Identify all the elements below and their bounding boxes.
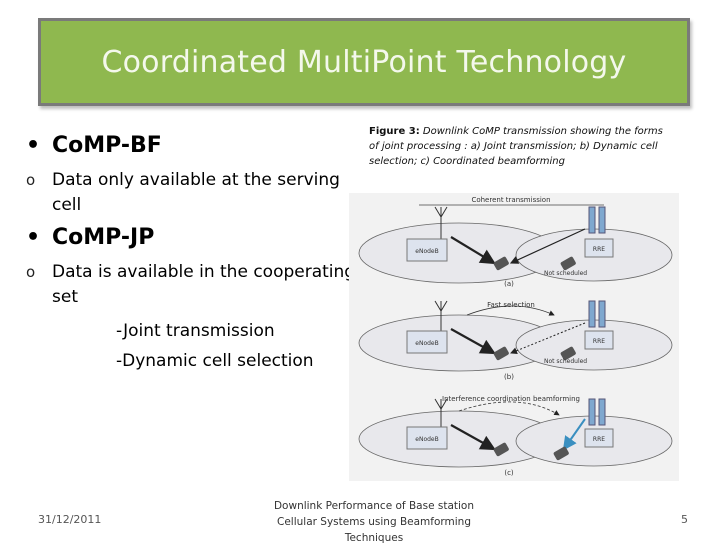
item-dynamic-cell-selection: -Dynamic cell selection <box>116 351 314 371</box>
enodeb-label: eNodeB <box>415 436 438 443</box>
item-joint-transmission: -Joint transmission <box>116 321 275 341</box>
panel-b-header: Fast selection <box>487 301 535 309</box>
comp-figure: Coherent transmission eNodeB RRE Not sch… <box>349 193 679 481</box>
circle-bullet-icon: o <box>26 263 36 281</box>
bullet-text: Data only available at the serving cell <box>52 170 340 215</box>
bullet-comp-bf: • CoMP-BF <box>26 132 356 160</box>
panel-b-tag: (b) <box>504 373 514 381</box>
footer-title: Downlink Performance of Base station Cel… <box>273 500 475 544</box>
rre-box <box>584 238 614 258</box>
phone-icon <box>493 256 509 271</box>
phone-icon <box>560 256 576 271</box>
bullet-list: • CoMP-BF o Data only available at the s… <box>26 132 356 376</box>
panel-a-tag: (a) <box>504 280 514 288</box>
sub-bullet-cooperating-set: o Data is available in the cooperating s… <box>26 260 356 310</box>
bullet-dot-icon: • <box>26 225 41 250</box>
phone-icon <box>560 346 576 361</box>
panel-a-note: Not scheduled <box>544 270 587 277</box>
enodeb-box <box>406 426 448 450</box>
enodeb-label: eNodeB <box>415 340 438 347</box>
rre-label: RRE <box>593 436 605 443</box>
panel-a: Coherent transmission eNodeB RRE Not sch… <box>358 196 673 288</box>
enodeb-label: eNodeB <box>415 248 438 255</box>
bullet-text: CoMP-JP <box>52 225 155 250</box>
panel-c: Interference coordination beamforming eN… <box>358 395 673 477</box>
rre-box <box>584 428 614 448</box>
page-number: 5 <box>681 513 688 526</box>
circle-bullet-icon: o <box>26 171 36 189</box>
rre-label: RRE <box>593 338 605 345</box>
bullet-dot-icon: • <box>26 133 41 158</box>
comp-diagram: Coherent transmission eNodeB RRE Not sch… <box>358 196 673 477</box>
slide-title: Coordinated MultiPoint Technology <box>101 44 627 80</box>
panel-c-header: Interference coordination beamforming <box>442 395 580 403</box>
rre-box <box>584 330 614 350</box>
panel-a-header: Coherent transmission <box>471 196 550 204</box>
caption-prefix: Figure 3: <box>369 126 420 137</box>
caption-text: Downlink CoMP transmission showing the f… <box>369 126 663 167</box>
bullet-text: CoMP-BF <box>52 133 162 158</box>
enodeb-box <box>406 330 448 354</box>
phone-icon <box>493 346 509 361</box>
bullet-comp-jp: • CoMP-JP <box>26 224 356 252</box>
panel-b: Fast selection eNodeB RRE Not scheduled … <box>358 300 673 381</box>
panel-c-tag: (c) <box>504 469 514 477</box>
antenna-icon <box>434 300 448 333</box>
footer-date: 31/12/2011 <box>38 513 102 526</box>
phone-icon <box>493 442 509 457</box>
rre-label: RRE <box>593 246 605 253</box>
antenna-icon <box>434 206 448 241</box>
enodeb-box <box>406 238 448 262</box>
title-banner: Coordinated MultiPoint Technology <box>38 18 690 106</box>
bullet-text: Data is available in the cooperating set <box>52 262 356 307</box>
sub-bullet-serving-cell: o Data only available at the serving cel… <box>26 168 356 218</box>
phone-icon <box>553 446 569 461</box>
figure-caption: Figure 3: Downlink CoMP transmission sho… <box>369 124 669 169</box>
panel-b-note: Not scheduled <box>544 358 587 365</box>
antenna-icon <box>434 398 448 429</box>
